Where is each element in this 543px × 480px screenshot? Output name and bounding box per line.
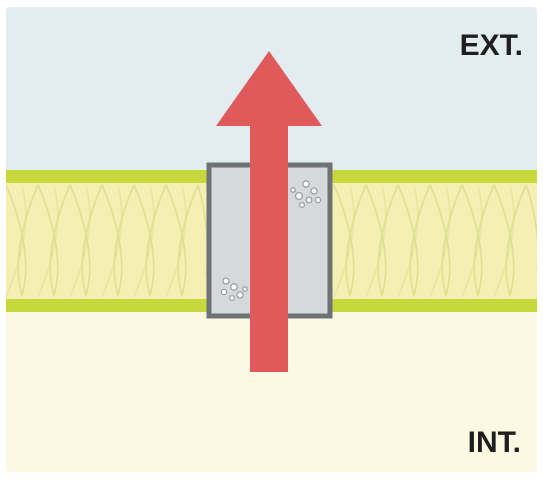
condensation-marks-bottom [220, 277, 248, 302]
wall-section-diagram: EXT. INT. [6, 7, 537, 472]
interior-label: INT. [467, 426, 521, 459]
wall-section-svg [6, 7, 537, 472]
condensation-marks-top [290, 180, 322, 209]
exterior-label: EXT. [459, 29, 523, 62]
heat-flow-arrow [216, 51, 322, 372]
